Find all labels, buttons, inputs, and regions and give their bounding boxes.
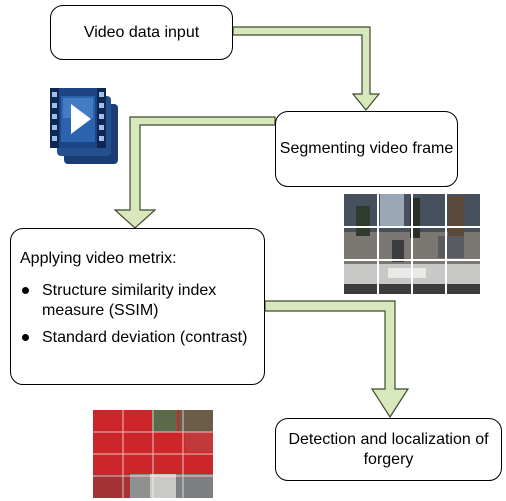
metrics-list: Structure similarity index measure (SSIM…: [20, 281, 256, 348]
step-video-input-box: Video data input: [50, 5, 233, 60]
step-segment-frame-box: Segmenting video frame: [275, 111, 458, 187]
forgery-heatmap-image: [93, 410, 213, 498]
metric-list-item-ssim: Structure similarity index measure (SSIM…: [20, 281, 256, 321]
arrow-metrics-to-detect: [264, 300, 410, 419]
metric-list-item-std-deviation: Standard deviation (contrast): [20, 328, 256, 348]
step-video-input-label: Video data input: [83, 23, 200, 41]
metric-std-deviation-label: Standard deviation (contrast): [42, 329, 248, 346]
step-detection-box: Detection and localization of forgery: [275, 418, 502, 481]
step-apply-metrics-title: Applying video metrix:: [20, 250, 177, 267]
step-segment-frame-label: Segmenting video frame: [279, 140, 454, 157]
arrow-input-to-segment: [232, 26, 381, 111]
segmented-frame-grid-image: [344, 194, 480, 294]
metric-ssim-label: Structure similarity index measure (SSIM…: [42, 282, 217, 319]
step-apply-metrics-box: Applying video metrix: Structure similar…: [10, 228, 265, 385]
video-film-icon: [50, 88, 118, 164]
arrow-segment-to-metrics: [113, 116, 276, 229]
bullet-icon: [22, 287, 29, 294]
bullet-icon: [22, 334, 29, 341]
step-detection-label: Detection and localization of forgery: [288, 430, 489, 468]
